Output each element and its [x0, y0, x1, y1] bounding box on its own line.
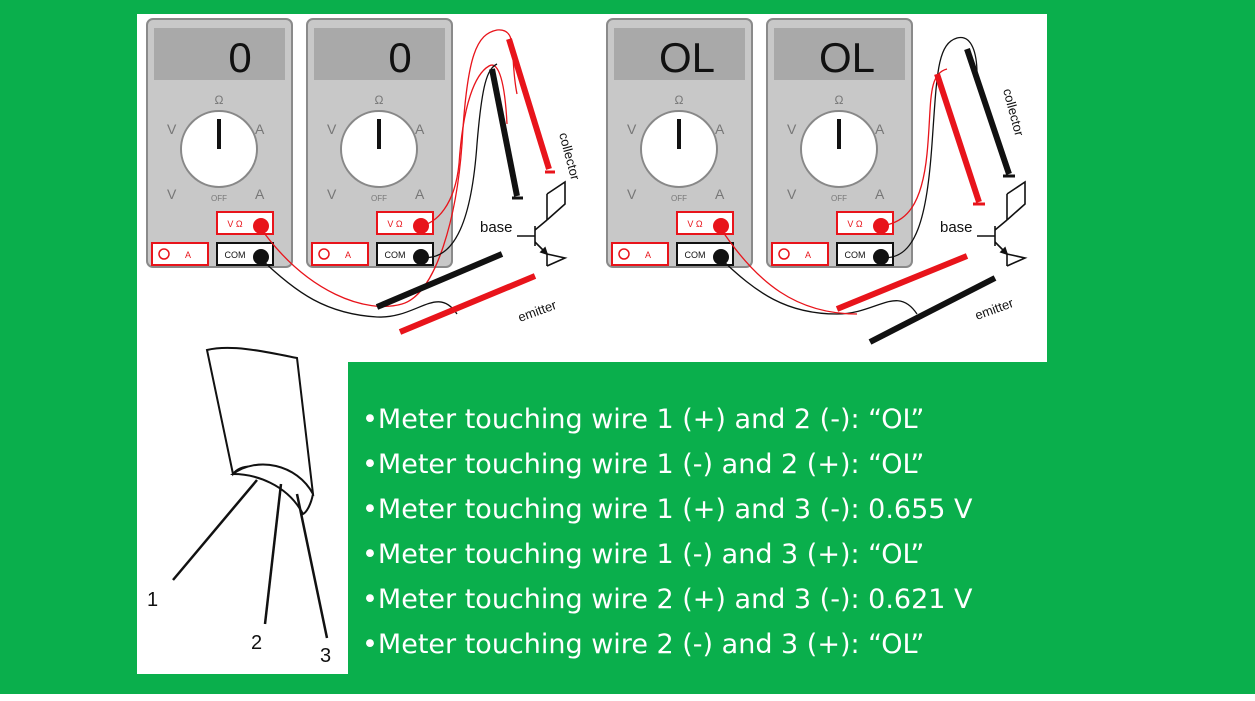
meter-2-reading: 0 — [388, 34, 411, 81]
lead-3-number: 3 — [320, 645, 331, 667]
right-emitter-label: emitter — [973, 295, 1016, 323]
left-red-lead-wire-1 — [258, 29, 518, 308]
result-item-5: •Meter touching wire 2 (+) and 3 (-): 0.… — [362, 584, 973, 615]
meter-3-reading: OL — [659, 34, 715, 81]
meter-2-com-label: COM — [385, 250, 406, 260]
result-item-4: •Meter touching wire 1 (-) and 3 (+): “O… — [362, 539, 925, 570]
right-base-label: base — [940, 219, 973, 236]
meter-1-com-label: COM — [225, 250, 246, 260]
meter-4-amp-jack — [771, 242, 829, 266]
multimeter-diagram-svg: 0 Ω V A V A OFF V Ω A COM 0 Ω V A V A OF… — [146, 18, 1028, 345]
right-red-lead-wire-2 — [878, 68, 948, 227]
right-black-probe-emitter — [868, 275, 997, 345]
meter-3-ac-amp-label: A — [715, 121, 725, 137]
meter-2-ac-amp-label: A — [415, 121, 425, 137]
meter-4-dc-volt-label: V — [787, 186, 797, 202]
left-collector-label: collector — [556, 131, 583, 182]
meter-1-ac-amp-label: A — [255, 121, 265, 137]
lead-2 — [263, 483, 283, 625]
left-transistor-symbol — [517, 180, 568, 267]
right-red-lead-wire-1 — [718, 225, 858, 315]
meter-2-amp-jack — [311, 242, 369, 266]
left-black-lead-wire-1 — [258, 256, 458, 318]
bottom-strip — [0, 694, 1255, 701]
result-item-1: •Meter touching wire 1 (+) and 2 (-): “O… — [362, 404, 925, 435]
result-item-3: •Meter touching wire 1 (+) and 3 (-): 0.… — [362, 494, 973, 525]
multimeter-4: OL Ω V A V A OFF V Ω A COM — [766, 18, 913, 268]
meter-4-volt-ohm-label: V Ω — [847, 219, 863, 229]
meter-3-off-label: OFF — [671, 194, 687, 203]
left-red-lead-wire-2 — [418, 64, 508, 227]
meter-2-ac-volt-label: V — [327, 121, 337, 137]
meter-2-ohm-label: Ω — [375, 93, 384, 107]
transistor-package-diagram: 1 2 3 — [137, 344, 348, 674]
meter-1-volt-ohm-label: V Ω — [227, 219, 243, 229]
left-base-label: base — [480, 219, 513, 236]
meter-1-dc-amp-label: A — [255, 186, 265, 202]
multimeter-diagram: 0 Ω V A V A OFF V Ω A COM 0 Ω V A V A OF… — [137, 14, 1047, 362]
meter-3-ohm-label: Ω — [675, 93, 684, 107]
transistor-face — [229, 463, 315, 516]
meter-4-display — [774, 28, 905, 80]
meter-3-volt-ohm-label: V Ω — [687, 219, 703, 229]
meter-4-off-label: OFF — [831, 194, 847, 203]
meter-1-dc-volt-label: V — [167, 186, 177, 202]
left-red-probe-emitter — [398, 273, 537, 335]
meter-1-amp-label: A — [185, 250, 191, 260]
lead-1-number: 1 — [147, 589, 158, 611]
meter-3-amp-jack — [611, 242, 669, 266]
lead-1 — [172, 479, 258, 581]
multimeter-2: 0 Ω V A V A OFF V Ω A COM — [306, 18, 453, 268]
meter-2-amp-label: A — [345, 250, 351, 260]
meter-4-dc-amp-label: A — [875, 186, 885, 202]
meter-3-display — [614, 28, 745, 80]
right-red-probe-base — [934, 73, 982, 203]
meter-3-dc-volt-label: V — [627, 186, 637, 202]
meter-4-ohm-label: Ω — [835, 93, 844, 107]
right-red-probe-emitter — [835, 253, 969, 312]
result-item-6: •Meter touching wire 2 (-) and 3 (+): “O… — [362, 629, 925, 660]
meter-2-off-label: OFF — [371, 194, 387, 203]
right-collector-label: collector — [1000, 87, 1027, 138]
left-emitter-label: emitter — [516, 297, 559, 325]
result-item-2: •Meter touching wire 1 (-) and 2 (+): “O… — [362, 449, 925, 480]
meter-2-dc-amp-label: A — [415, 186, 425, 202]
meter-2-dc-volt-label: V — [327, 186, 337, 202]
meter-2-volt-ohm-label: V Ω — [387, 219, 403, 229]
meter-1-display — [154, 28, 285, 80]
measurement-results-list: •Meter touching wire 1 (+) and 2 (-): “O… — [362, 397, 973, 667]
right-black-probe-collector — [964, 48, 1012, 175]
meter-1-ohm-label: Ω — [215, 93, 224, 107]
left-black-lead-wire-2 — [418, 63, 498, 259]
meter-1-ac-volt-label: V — [167, 121, 177, 137]
meter-4-amp-label: A — [805, 250, 811, 260]
meter-3-amp-label: A — [645, 250, 651, 260]
multimeter-1: 0 Ω V A V A OFF V Ω A COM — [146, 18, 293, 268]
meter-3-dc-amp-label: A — [715, 186, 725, 202]
right-black-lead-wire-2 — [878, 36, 978, 259]
left-black-probe-emitter — [375, 251, 504, 310]
meter-1-off-label: OFF — [211, 194, 227, 203]
meter-4-ac-volt-label: V — [787, 121, 797, 137]
meter-2-display — [314, 28, 445, 80]
meter-4-ac-amp-label: A — [875, 121, 885, 137]
transistor-package-svg: 1 2 3 — [147, 346, 331, 667]
right-black-lead-wire-1 — [718, 256, 918, 315]
right-transistor-symbol — [977, 180, 1028, 267]
lead-3 — [295, 493, 329, 639]
meter-3-ac-volt-label: V — [627, 121, 637, 137]
meter-4-reading: OL — [819, 34, 875, 81]
meter-4-com-label: COM — [845, 250, 866, 260]
lead-2-number: 2 — [251, 632, 262, 654]
left-black-probe-base — [489, 68, 520, 197]
multimeter-3: OL Ω V A V A OFF V Ω A COM — [606, 18, 753, 268]
meter-1-amp-jack — [151, 242, 209, 266]
meter-1-reading: 0 — [228, 34, 251, 81]
left-red-probe-collector — [506, 38, 552, 170]
meter-3-com-label: COM — [685, 250, 706, 260]
